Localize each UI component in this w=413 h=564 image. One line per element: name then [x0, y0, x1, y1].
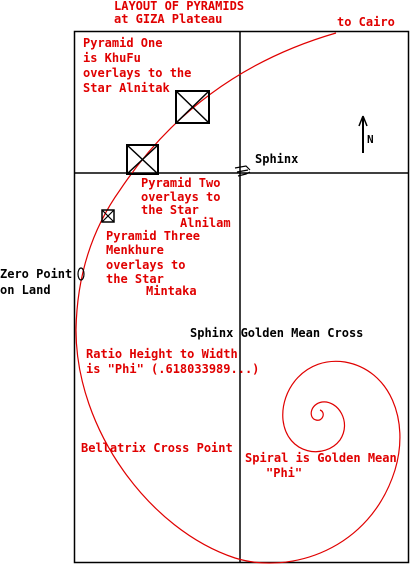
- ratio-label-1: Ratio Height to Width: [86, 347, 238, 361]
- pyramid-one-label-1: Pyramid One: [83, 36, 163, 50]
- spiral-label-2: "Phi": [266, 466, 303, 480]
- title-line-1: LAYOUT OF PYRAMIDS: [114, 0, 245, 13]
- bellatrix-label: Bellatrix Cross Point: [81, 441, 233, 455]
- pyramid-three-label-2: Menkhure: [106, 243, 164, 257]
- zero-point-marker: [77, 267, 85, 281]
- pyramid-two-label-3: the Star: [141, 203, 199, 217]
- pyramid-two-icon: [126, 144, 159, 175]
- pyramid-one-label-2: is KhuFu: [83, 51, 141, 65]
- pyramid-one-label-4: Star Alnitak: [83, 81, 170, 95]
- pyramid-three-label-3: overlays to: [106, 258, 186, 272]
- pyramid-three-label-4: the Star: [106, 272, 164, 286]
- golden-mean-cross-label: Sphinx Golden Mean Cross: [190, 326, 364, 340]
- pyramid-two-label-1: Pyramid Two: [141, 176, 221, 190]
- north-label: N: [367, 133, 374, 146]
- pyramid-three-icon: [101, 209, 115, 223]
- zero-point-label-2: on Land: [0, 283, 51, 297]
- to-cairo-label: to Cairo: [337, 15, 395, 29]
- ratio-label-2: is "Phi" (.618033989...): [86, 362, 260, 376]
- spiral-label-1: Spiral is Golden Mean: [245, 451, 397, 465]
- pyramid-two-label-2: overlays to: [141, 190, 221, 204]
- zero-point-label-1: Zero Point: [0, 267, 73, 281]
- golden-rectangle-frame: [73, 30, 410, 564]
- north-arrow-icon: [358, 115, 368, 153]
- sphinx-icon: [234, 165, 251, 177]
- pyramid-three-label-5: Mintaka: [146, 284, 197, 298]
- pyramid-one-label-3: overlays to the: [83, 66, 192, 80]
- sphinx-label: Sphinx: [255, 152, 299, 166]
- golden-spiral: [75, 32, 401, 564]
- title-line-2: at GIZA Plateau: [114, 12, 223, 26]
- pyramid-three-label-1: Pyramid Three: [106, 229, 200, 243]
- pyramid-two-label-4: Alnilam: [180, 216, 231, 230]
- pyramid-one-icon: [175, 90, 210, 124]
